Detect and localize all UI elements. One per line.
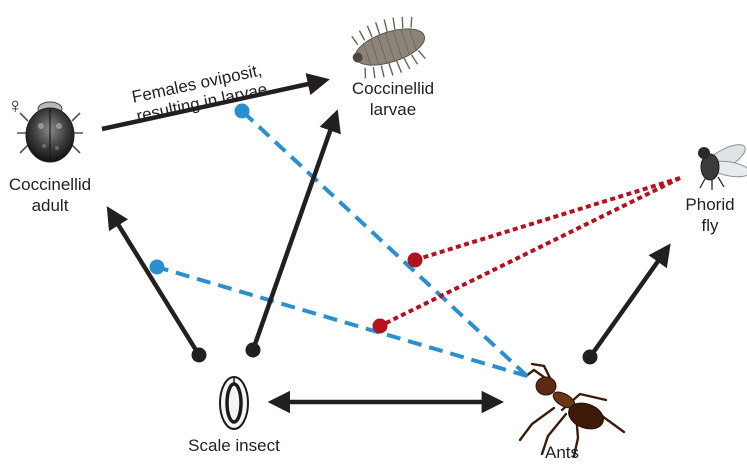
ants-label: Ants — [545, 443, 579, 462]
scale-to-adult-origin — [192, 348, 207, 363]
ladybird-beetle-icon — [17, 102, 83, 162]
coccinellid-adult-label-line1: Coccinellid — [9, 175, 91, 194]
adult-link-endpoint — [150, 260, 165, 275]
scale-to-adult-arrow — [111, 213, 199, 355]
female-symbol: ♀ — [7, 93, 24, 118]
coccinellid-larvae-label-line2: larvae — [370, 100, 416, 119]
phorid-fly-label-line2: fly — [702, 216, 720, 235]
scale-to-larvae-origin — [246, 343, 261, 358]
scale-to-larvae-arrow — [253, 117, 335, 350]
ant-to-larvae-dashed-link — [242, 111, 527, 376]
scale-insect-icon — [220, 377, 248, 429]
fly-larvae-link-endpoint — [408, 253, 423, 268]
larvae-link-endpoint — [235, 104, 250, 119]
ants-to-fly-origin — [583, 350, 598, 365]
phorid-fly-label-line1: Phorid — [685, 195, 734, 214]
coccinellid-adult-label-line2: adult — [32, 196, 69, 215]
ant-to-adult-dashed-link — [157, 267, 527, 376]
scale-insect-label: Scale insect — [188, 436, 280, 455]
fly-to-larvae-link-dotted — [415, 178, 680, 260]
fly-icon — [698, 139, 747, 190]
fly-adult-link-endpoint — [373, 319, 388, 334]
coccinellid-larvae-label-line1: Coccinellid — [352, 79, 434, 98]
ants-to-fly-arrow — [590, 250, 666, 357]
fly-to-adult-link-dotted — [380, 178, 680, 326]
beetle-larva-icon — [344, 9, 433, 85]
